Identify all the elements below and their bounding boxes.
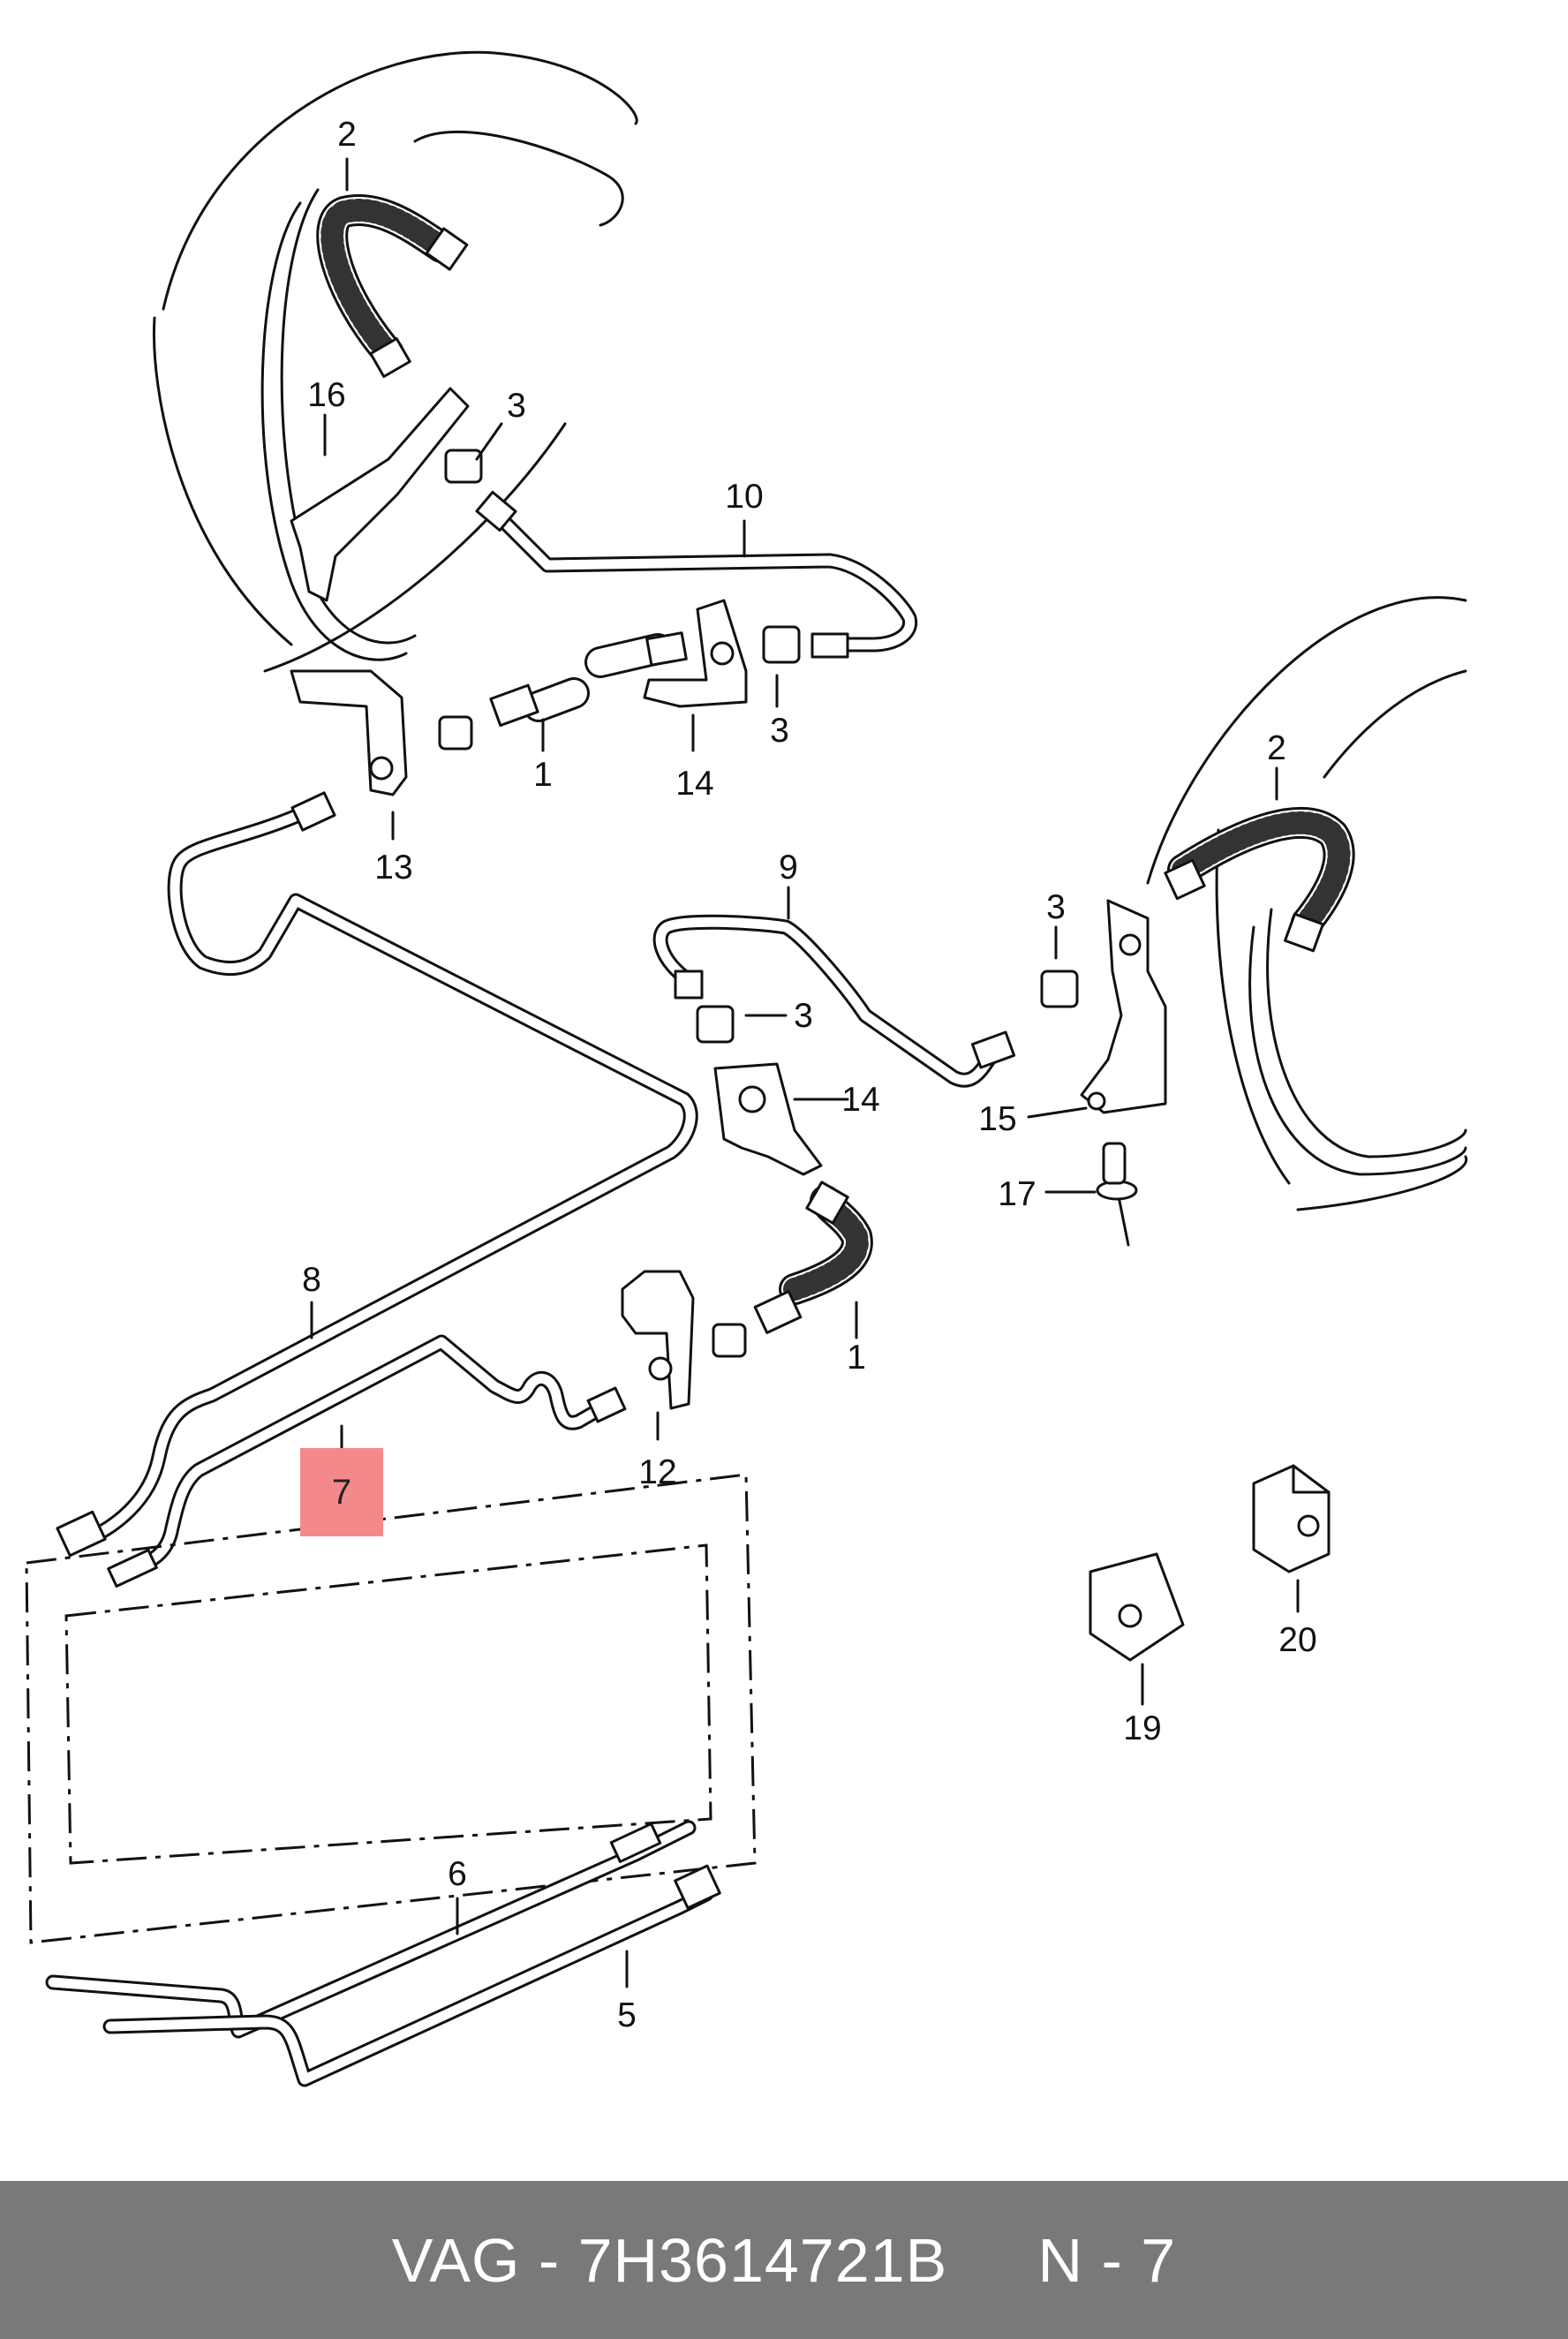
callout-19: 19 xyxy=(1123,1709,1161,1747)
bracket-15 xyxy=(1080,899,1167,1114)
rivet-17 xyxy=(1096,1142,1138,1247)
callout-16: 16 xyxy=(307,376,345,414)
highlighted-part-marker xyxy=(300,1448,383,1536)
callout-1-lower: 1 xyxy=(847,1339,866,1377)
brake-line-diagram: 2 16 3 10 1 14 3 13 2 9 3 3 14 15 17 8 1… xyxy=(25,50,1468,2087)
bracket-14-upper xyxy=(643,599,748,708)
callout-8: 8 xyxy=(302,1261,321,1299)
bracket-13 xyxy=(290,669,408,796)
callout-2-top: 2 xyxy=(337,116,357,154)
callout-9: 9 xyxy=(779,849,798,887)
clip-3-upper-mid xyxy=(762,625,801,664)
brake-line-6 xyxy=(45,1820,697,2039)
callout-12: 12 xyxy=(638,1453,676,1491)
callout-14-upper: 14 xyxy=(675,765,713,803)
callout-15: 15 xyxy=(978,1100,1016,1138)
brake-hose-2-top xyxy=(316,194,469,378)
dashed-outline-inner xyxy=(64,1543,712,1865)
dashed-outline-outer xyxy=(25,1473,757,1944)
bracket-14-lower xyxy=(713,1062,823,1176)
clip-19 xyxy=(1089,1552,1185,1662)
callout-3-mid: 3 xyxy=(794,997,813,1035)
callout-2-right: 2 xyxy=(1267,729,1286,767)
callout-6: 6 xyxy=(448,1855,467,1893)
brake-line-7 xyxy=(107,1334,627,1588)
brake-line-10 xyxy=(475,490,918,659)
callout-14-lower: 14 xyxy=(841,1081,879,1119)
callout-3-right: 3 xyxy=(1046,888,1066,926)
part-number-caption: VAG - 7H3614721B N - 7 xyxy=(391,2225,1177,2295)
callout-3-upper-mid: 3 xyxy=(770,712,789,750)
brake-line-8 xyxy=(56,791,698,1558)
callout-20: 20 xyxy=(1278,1621,1316,1659)
footer-bar: VAG - 7H3614721B N - 7 xyxy=(0,2181,1568,2339)
callout-5: 5 xyxy=(617,1996,637,2034)
highlighted-part-label: 7 xyxy=(331,1473,352,1512)
wheel-right xyxy=(1146,596,1468,1211)
wheel-top-left xyxy=(153,50,638,673)
clip-3-mid xyxy=(696,1005,735,1044)
leader-lines xyxy=(310,157,1300,1988)
block-20 xyxy=(1252,1464,1331,1573)
bracket-16 xyxy=(290,387,470,602)
clip-12 xyxy=(712,1323,747,1358)
brake-hose-1-upper xyxy=(489,631,688,728)
callout-3-top: 3 xyxy=(507,387,526,425)
clip-3-top xyxy=(444,449,483,484)
callout-1-upper: 1 xyxy=(533,756,553,794)
brake-line-9 xyxy=(652,914,1016,1088)
clip-13 xyxy=(438,715,473,751)
brake-line-5 xyxy=(102,1864,721,2087)
bracket-12 xyxy=(621,1270,695,1410)
callout-17: 17 xyxy=(998,1175,1036,1213)
brake-hose-2-right xyxy=(1164,807,1355,953)
callout-10: 10 xyxy=(725,478,763,516)
brake-hose-1-lower xyxy=(753,1181,873,1334)
clip-3-right xyxy=(1040,970,1079,1008)
callout-labels: 2 16 3 10 1 14 3 13 2 9 3 3 14 15 17 8 1… xyxy=(302,116,1317,2034)
callout-13: 13 xyxy=(374,849,412,887)
